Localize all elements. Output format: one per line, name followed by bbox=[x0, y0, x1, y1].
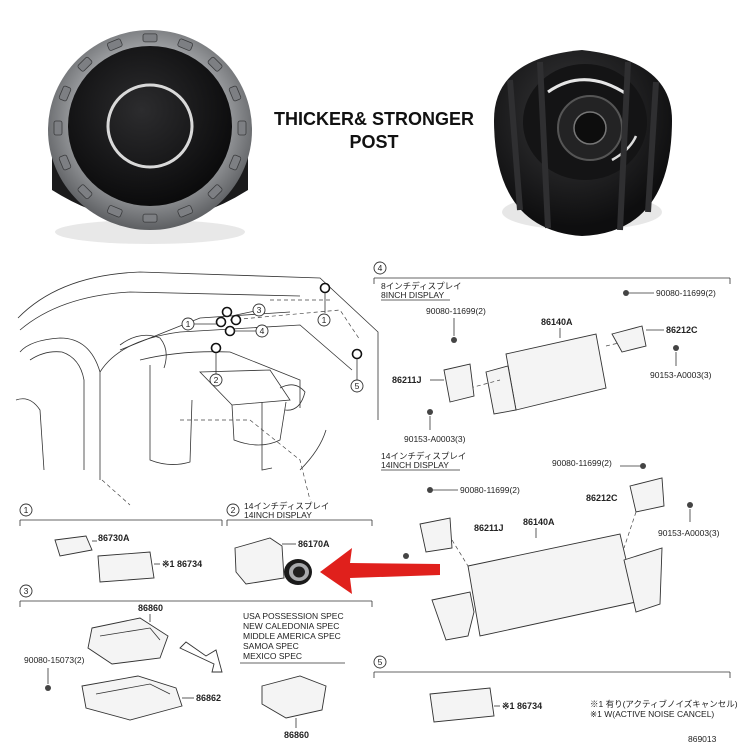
lower-nut-r: 90153-A0003(3) bbox=[658, 528, 720, 538]
knob-tooth bbox=[58, 85, 72, 102]
headline-line1: THICKER& STRONGER bbox=[274, 109, 474, 129]
section-1-number: 1 bbox=[24, 505, 29, 515]
lower-en: 14INCH DISPLAY bbox=[381, 460, 449, 470]
diagram-id: 869013 bbox=[688, 734, 717, 744]
knob-tooth bbox=[53, 120, 63, 136]
callout-marker bbox=[230, 314, 242, 326]
knob-tooth bbox=[228, 85, 242, 102]
highlight-arrow bbox=[320, 548, 440, 594]
callout-2: 2 bbox=[214, 375, 219, 385]
lower-jp: 14インチディスプレイ bbox=[381, 451, 466, 461]
knob-tooth bbox=[228, 154, 242, 171]
knob-tooth bbox=[207, 184, 223, 200]
spec-1: NEW CALEDONIA SPEC bbox=[243, 621, 339, 631]
callout-1: 1 bbox=[186, 319, 191, 329]
knob-tooth bbox=[77, 184, 93, 200]
upper-display-label: 86140A bbox=[541, 317, 573, 327]
lower-screw-tl: 90080-11699(2) bbox=[460, 485, 520, 495]
callout-1a: 1 bbox=[322, 315, 327, 325]
section-2-number: 2 bbox=[231, 505, 236, 515]
callout-3: 3 bbox=[257, 305, 262, 315]
callout-marker bbox=[221, 306, 233, 318]
headline-line2: POST bbox=[349, 132, 398, 152]
callout-marker bbox=[319, 282, 331, 294]
knob-tooth bbox=[58, 154, 72, 171]
bolt-90080-15073: 90080-15073(2) bbox=[24, 655, 85, 665]
note-jp: ※1 有り(アクティブノイズキャンセル) bbox=[590, 699, 738, 709]
part-86862: 86862 bbox=[196, 693, 221, 703]
car-callouts: 1 1 3 4 2 5 bbox=[181, 282, 364, 393]
lower-bracket-r: 86212C bbox=[586, 493, 618, 503]
note-en: ※1 W(ACTIVE NOISE CANCEL) bbox=[590, 709, 714, 719]
upper-screw-tr: 90080-11699(2) bbox=[656, 288, 716, 298]
section-3: 3 86860 90080-15073(2) 86862 USA POSSESS… bbox=[19, 584, 373, 740]
lower-screw-tr: 90080-11699(2) bbox=[552, 458, 612, 468]
spec-3: SAMOA SPEC bbox=[243, 641, 299, 651]
knob-tooth bbox=[107, 38, 123, 51]
part-86170A: 86170A bbox=[298, 539, 330, 549]
part-86734-s5: ※1 86734 bbox=[502, 701, 542, 711]
upper-en: 8INCH DISPLAY bbox=[381, 290, 444, 300]
section-2-en: 14INCH DISPLAY bbox=[244, 510, 312, 520]
upper-bracket-r: 86212C bbox=[666, 325, 698, 335]
upper-bracket-l: 86211J bbox=[392, 375, 422, 385]
upper-nut-r: 90153-A0003(3) bbox=[650, 370, 712, 380]
knob-tooth bbox=[237, 120, 247, 136]
knob-tooth bbox=[177, 38, 193, 51]
knob-front-photo bbox=[48, 30, 252, 244]
knob-tooth bbox=[107, 205, 123, 218]
knob-tooth bbox=[77, 56, 93, 72]
part-86860-top: 86860 bbox=[138, 603, 163, 613]
section-1: 1 86730A ※1 86734 bbox=[19, 503, 223, 583]
section-5-number: 5 bbox=[378, 657, 383, 667]
section-4-number: 4 bbox=[378, 263, 383, 273]
knob-tooth bbox=[177, 205, 193, 218]
lower-bracket-l: 86211J bbox=[474, 523, 504, 533]
knob-tooth bbox=[142, 213, 158, 223]
spec-4: MEXICO SPEC bbox=[243, 651, 302, 661]
callout-4: 4 bbox=[260, 326, 265, 336]
knob-tooth bbox=[142, 33, 158, 43]
callout-marker bbox=[210, 342, 222, 354]
part-86734-s1: ※1 86734 bbox=[162, 559, 202, 569]
knob-tooth bbox=[207, 56, 223, 72]
part-86860-bottom: 86860 bbox=[284, 730, 309, 740]
upper-screw-tl: 90080-11699(2) bbox=[426, 306, 486, 316]
part-86730A: 86730A bbox=[98, 533, 130, 543]
section-2: 2 14インチディスプレイ 14INCH DISPLAY 86170A bbox=[226, 501, 373, 585]
upper-jp: 8インチディスプレイ bbox=[381, 281, 462, 291]
car-interior-sketch bbox=[15, 271, 379, 506]
callout-marker bbox=[351, 348, 363, 360]
section-2-jp: 14インチディスプレイ bbox=[244, 501, 329, 511]
spec-0: USA POSSESSION SPEC bbox=[243, 611, 344, 621]
lower-display-label: 86140A bbox=[523, 517, 555, 527]
section-4: 4 8インチディスプレイ 8INCH DISPLAY 90080-11699(2… bbox=[373, 261, 731, 641]
knob-back-photo bbox=[494, 50, 672, 236]
knob-teeth bbox=[53, 33, 247, 223]
callout-marker bbox=[215, 316, 227, 328]
section-5: 5 ※1 86734 ※1 有り(アクティブノイズキャンセル) ※1 W(ACT… bbox=[373, 655, 738, 723]
callout-marker bbox=[224, 325, 236, 337]
spec-2: MIDDLE AMERICA SPEC bbox=[243, 631, 341, 641]
upper-nut-l: 90153-A0003(3) bbox=[404, 434, 466, 444]
section-3-number: 3 bbox=[24, 586, 29, 596]
callout-5: 5 bbox=[355, 381, 360, 391]
